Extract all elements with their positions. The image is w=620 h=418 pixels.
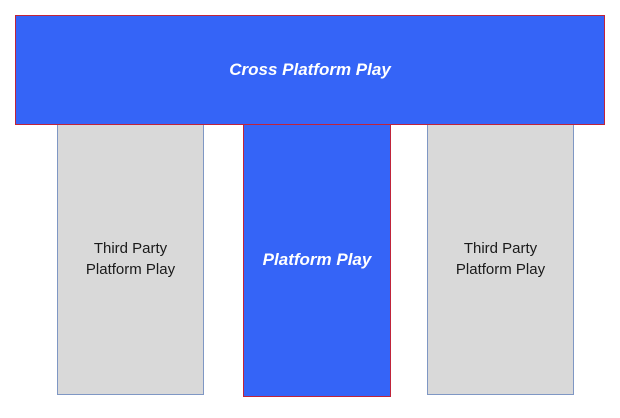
- cross-platform-play-bar: Cross Platform Play: [15, 15, 605, 125]
- left-pillar-label-line1: Third Party: [93, 239, 168, 257]
- center-platform-play-pillar: Platform Play: [243, 122, 391, 397]
- left-third-party-pillar: Third Party Platform Play: [57, 122, 204, 395]
- right-pillar-label-line1: Third Party: [463, 239, 538, 257]
- right-pillar-label-line2: Platform Play: [455, 260, 546, 278]
- cross-platform-play-label: Cross Platform Play: [229, 60, 391, 79]
- left-pillar-label-line2: Platform Play: [85, 260, 176, 278]
- right-third-party-pillar: Third Party Platform Play: [427, 122, 574, 395]
- right-pillar-label: Third Party Platform Play: [456, 238, 545, 280]
- center-pillar-label: Platform Play: [262, 249, 372, 269]
- left-pillar-label: Third Party Platform Play: [86, 238, 175, 280]
